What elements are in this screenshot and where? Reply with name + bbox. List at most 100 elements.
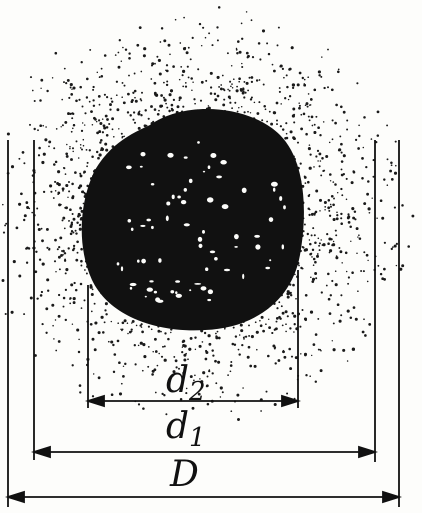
stipple-dot — [103, 321, 106, 324]
core-speck — [254, 234, 260, 238]
stipple-dot — [141, 369, 144, 372]
stipple-dot — [299, 162, 302, 165]
stipple-dot — [129, 114, 132, 117]
stipple-dot — [390, 164, 393, 167]
stipple-dot — [72, 244, 76, 248]
stipple-dot — [165, 69, 167, 72]
core-speck — [210, 153, 217, 158]
stipple-dot — [69, 146, 71, 148]
core-speck — [255, 244, 261, 250]
stipple-dot — [80, 307, 83, 309]
stipple-dot — [85, 77, 89, 81]
core-speck — [205, 267, 209, 272]
stipple-dot — [170, 331, 172, 334]
stipple-dot — [192, 81, 194, 83]
stipple-dot — [395, 164, 397, 167]
stipple-dot — [54, 238, 57, 242]
stipple-dot — [78, 224, 81, 227]
stipple-dot — [303, 78, 306, 81]
stipple-dot — [171, 108, 174, 112]
stipple-dot — [304, 353, 307, 357]
stipple-dot — [312, 343, 316, 346]
stipple-dot — [64, 258, 67, 261]
stipple-dot — [293, 314, 297, 318]
stipple-dot — [240, 106, 243, 108]
stipple-dot — [69, 83, 73, 87]
stipple-dot — [313, 88, 317, 92]
stipple-dot — [335, 256, 339, 260]
stipple-dot — [324, 209, 326, 211]
stipple-dot — [28, 207, 31, 210]
stipple-dot — [246, 355, 250, 359]
stipple-dot — [25, 261, 29, 264]
stipple-dot — [312, 264, 315, 267]
stipple-dot — [33, 99, 36, 103]
stipple-dot — [363, 202, 367, 205]
stipple-dot — [325, 155, 329, 158]
stipple-dot — [310, 234, 313, 237]
stipple-dot — [309, 104, 312, 106]
stipple-dot — [35, 250, 38, 253]
stipple-dot — [242, 387, 244, 389]
core-speck — [155, 297, 161, 303]
stipple-dot — [31, 89, 34, 92]
stipple-dot — [2, 231, 6, 234]
stipple-dot — [255, 330, 259, 334]
stipple-dot — [57, 314, 61, 318]
stipple-dot — [217, 336, 221, 340]
core-speck — [220, 160, 227, 165]
stipple-dot — [142, 343, 146, 347]
stipple-dot — [118, 361, 121, 365]
stipple-dot — [230, 410, 233, 413]
stipple-dot — [211, 44, 214, 47]
stipple-dot — [284, 97, 287, 100]
stipple-dot — [181, 346, 184, 348]
stipple-dot — [276, 44, 279, 47]
stipple-dot — [185, 51, 189, 55]
stipple-dot — [71, 323, 74, 325]
stipple-dot — [120, 60, 123, 63]
stipple-dot — [285, 330, 287, 333]
stipple-dot — [250, 76, 254, 79]
stipple-dot — [346, 128, 349, 131]
stipple-dot — [106, 118, 109, 121]
core-speck — [189, 289, 192, 292]
stipple-dot — [354, 138, 358, 142]
stipple-dot — [347, 276, 350, 279]
stipple-dot — [340, 212, 343, 216]
stipple-dot — [57, 293, 61, 297]
core-speck — [177, 195, 181, 199]
stipple-dot — [204, 349, 208, 353]
stipple-dot — [153, 108, 157, 111]
stipple-dot — [139, 341, 143, 345]
stipple-dot — [327, 86, 329, 89]
core-speck — [216, 175, 223, 179]
stipple-dot — [110, 393, 114, 397]
core-speck — [183, 223, 190, 227]
stipple-dot — [40, 227, 43, 230]
stipple-dot — [215, 382, 218, 385]
stipple-dot — [61, 98, 64, 101]
stipple-dot — [231, 86, 234, 89]
stipple-dot — [107, 340, 110, 343]
stipple-dot — [239, 323, 243, 327]
stipple-dot — [345, 177, 348, 180]
stipple-dot — [307, 180, 310, 184]
stipple-dot — [65, 152, 69, 156]
stipple-dot — [285, 132, 288, 135]
stipple-dot — [241, 37, 244, 40]
stipple-dot — [151, 369, 155, 373]
stipple-dot — [218, 85, 221, 88]
stipple-dot — [328, 214, 332, 217]
stipple-dot — [246, 56, 249, 59]
core-speck — [140, 224, 146, 227]
label-d2-subscript: 2 — [188, 377, 206, 407]
stipple-dot — [327, 242, 330, 245]
stipple-dot — [162, 96, 165, 99]
stipple-dot — [202, 26, 205, 29]
stipple-dot — [98, 153, 102, 157]
stipple-dot — [286, 295, 290, 299]
stipple-dot — [74, 171, 77, 174]
core-speck — [120, 266, 124, 272]
stipple-dot — [121, 321, 125, 325]
